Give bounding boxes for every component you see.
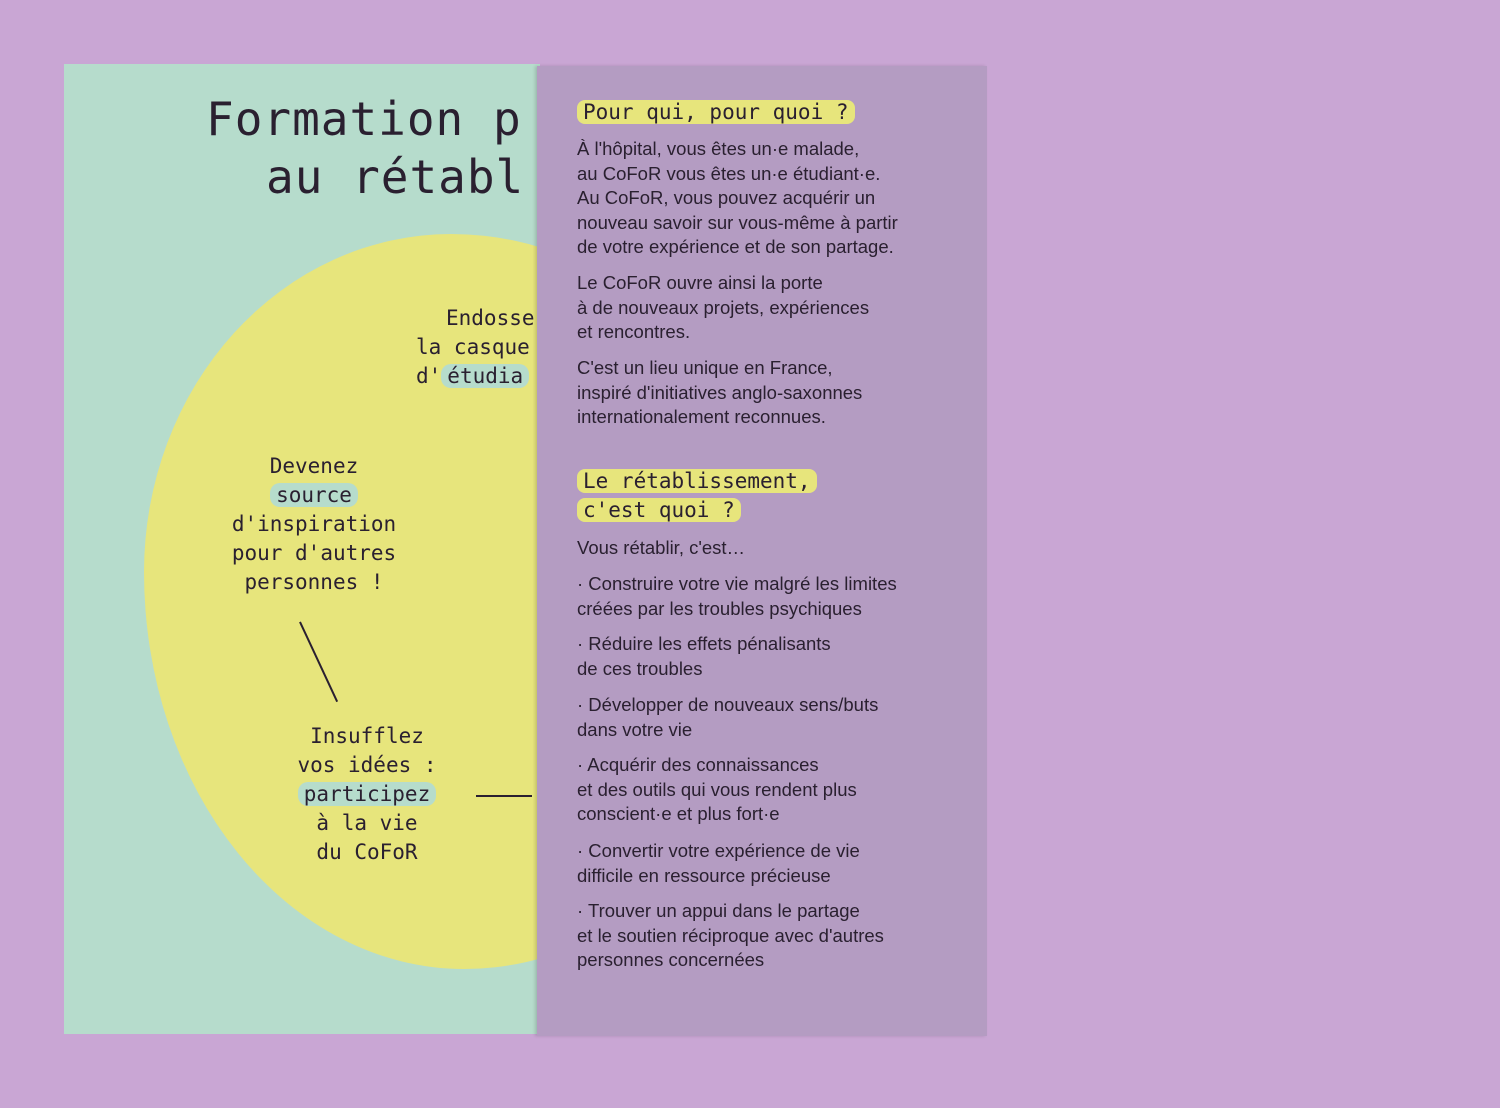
endosser-text: Endosse la casque d'étudia <box>416 304 535 391</box>
paragraph: À l'hôpital, vous êtes un·e malade, au C… <box>577 138 898 257</box>
paragraph: C'est un lieu unique en France, inspiré … <box>577 357 863 427</box>
devenez-text: Devenez source d'inspiration pour d'autr… <box>214 452 414 597</box>
title-line: au rétabl <box>266 150 525 204</box>
text-line: personnes ! <box>244 570 384 594</box>
text-line: du CoFoR <box>316 840 418 864</box>
section-heading: Le rétablissement, c'est quoi ? <box>577 467 817 525</box>
list-item: · Acquérir des connaissances et des outi… <box>577 754 857 824</box>
text-line: vos idées : <box>297 753 437 777</box>
brochure-inner-flap: Pour qui, pour quoi ? À l'hôpital, vous … <box>537 66 987 1036</box>
list-item: · Trouver un appui dans le partage et le… <box>577 900 884 970</box>
heading-text: Le rétablissement, <box>577 469 817 493</box>
connector-line <box>476 795 532 797</box>
heading-text: c'est quoi ? <box>577 498 741 522</box>
text-line: Endosse <box>446 306 535 330</box>
text-line: participez <box>297 782 437 806</box>
list-item: · Convertir votre expérience de vie diff… <box>577 840 860 886</box>
paragraph: Le CoFoR ouvre ainsi la porte à de nouve… <box>577 272 870 342</box>
heading-text: Pour qui, pour quoi ? <box>577 100 855 124</box>
paragraph: Vous rétablir, c'est… <box>577 537 746 558</box>
list-item: · Réduire les effets pénalisants de ces … <box>577 633 831 679</box>
text-line: d' <box>416 364 442 388</box>
text-line: d'inspiration <box>231 512 397 536</box>
text-line: la casque <box>416 335 530 359</box>
text-line: Devenez <box>269 454 359 478</box>
text-line: Insufflez <box>310 724 424 748</box>
insufflez-text: Insufflez vos idées : participez à la vi… <box>267 722 467 867</box>
list-item: · Développer de nouveaux sens/buts dans … <box>577 694 879 740</box>
text-line: source <box>270 483 358 507</box>
text-line: pour d'autres <box>231 541 397 565</box>
section-heading: Pour qui, pour quoi ? <box>577 98 855 127</box>
title-line: Formation p <box>206 92 522 146</box>
text-line: étudia <box>441 364 530 388</box>
list-item: · Construire votre vie malgré les limite… <box>577 573 897 619</box>
text-line: à la vie <box>316 811 418 835</box>
